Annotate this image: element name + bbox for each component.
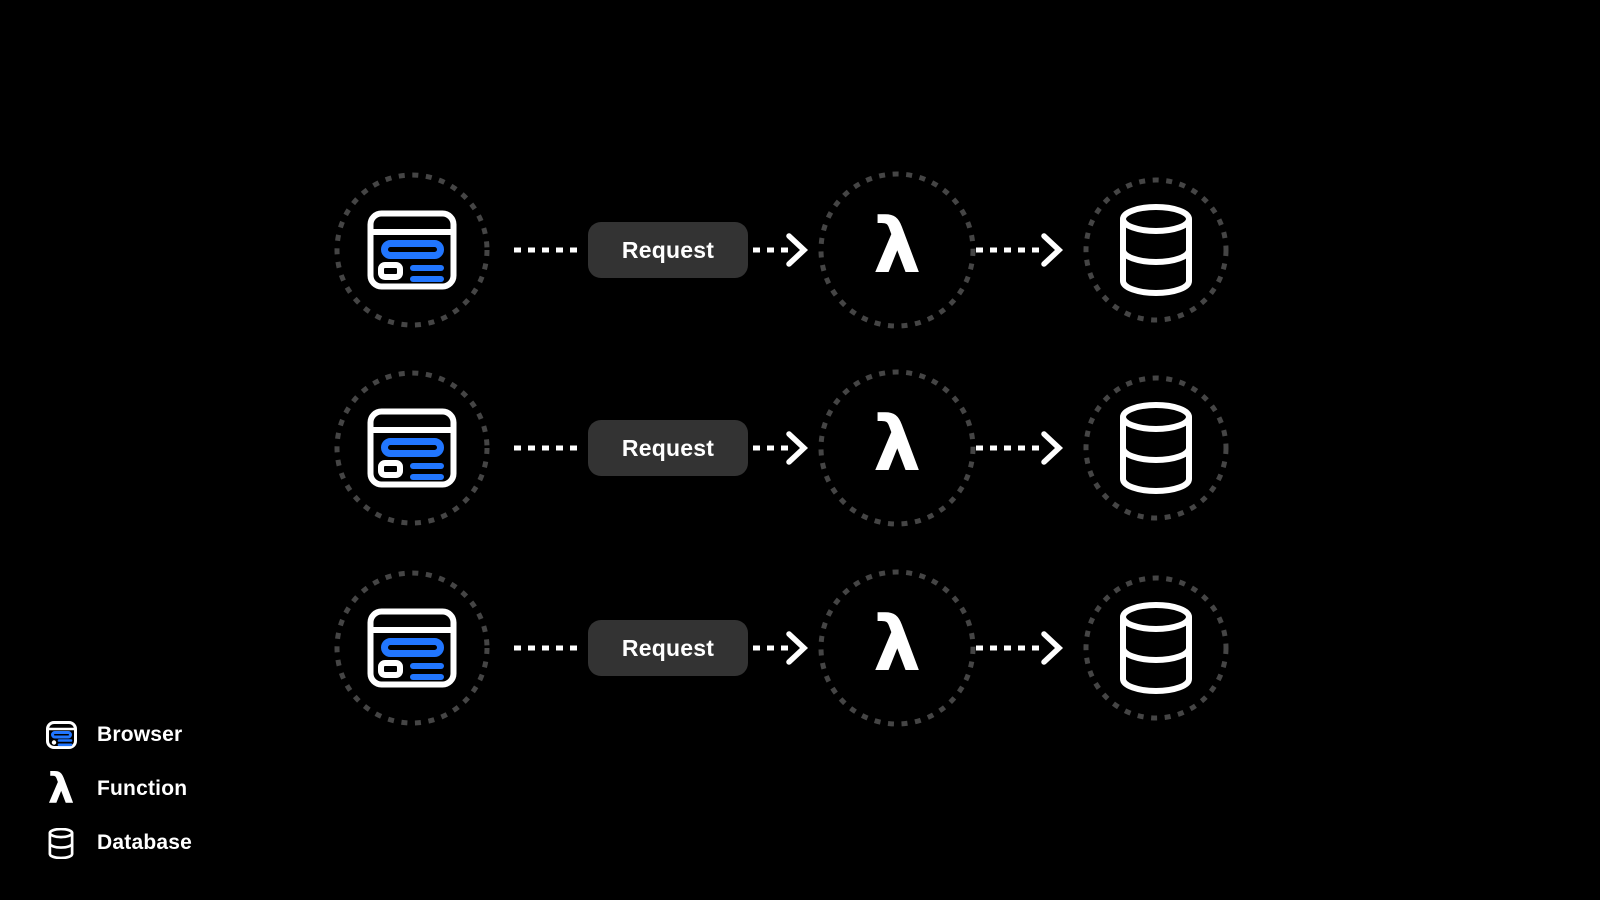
- browser-node: [334, 172, 490, 328]
- dashed-ring: [334, 570, 490, 726]
- lambda-icon: λ: [872, 399, 922, 488]
- browser-icon: [367, 408, 457, 488]
- database-icon: [1120, 602, 1192, 694]
- dashed-arrow: [976, 431, 1064, 465]
- browser-icon: [45, 721, 77, 749]
- function-node: λ: [818, 369, 976, 527]
- request-label: Request: [621, 434, 715, 461]
- legend-item-function: λ Function: [45, 766, 192, 812]
- database-icon: [1120, 402, 1192, 494]
- function-node: λ: [818, 171, 976, 329]
- legend-label-function: Function: [97, 777, 188, 800]
- legend: Browser λ Function Database: [45, 712, 192, 866]
- request-label: Request: [621, 634, 715, 661]
- lambda-icon: λ: [47, 764, 75, 813]
- dashed-connector: [514, 645, 584, 651]
- dashed-ring: [818, 569, 976, 727]
- request-pill: Request: [588, 620, 748, 676]
- dashed-arrow: [976, 631, 1064, 665]
- dashed-ring: [334, 370, 490, 526]
- legend-item-database: Database: [45, 820, 192, 866]
- request-pill: Request: [588, 222, 748, 278]
- dashed-ring: [1083, 375, 1229, 521]
- lambda-icon: λ: [872, 599, 922, 688]
- dashed-ring: [1083, 575, 1229, 721]
- request-pill: Request: [588, 420, 748, 476]
- legend-label-browser: Browser: [97, 723, 183, 746]
- dashed-connector: [514, 247, 584, 253]
- database-icon: [1120, 204, 1192, 296]
- request-label: Request: [621, 236, 715, 263]
- browser-icon: [367, 210, 457, 290]
- dashed-ring: [818, 369, 976, 527]
- dashed-arrow: [753, 233, 809, 267]
- dashed-ring: [1083, 177, 1229, 323]
- database-icon: [45, 827, 77, 859]
- dashed-arrow: [753, 631, 809, 665]
- dashed-connector: [514, 445, 584, 451]
- browser-node: [334, 570, 490, 726]
- dashed-ring: [334, 172, 490, 328]
- lambda-icon: λ: [872, 201, 922, 290]
- legend-item-browser: Browser: [45, 712, 192, 758]
- browser-icon: [367, 608, 457, 688]
- function-node: λ: [818, 569, 976, 727]
- dashed-arrow: [976, 233, 1064, 267]
- dashed-ring: [818, 171, 976, 329]
- legend-label-database: Database: [97, 831, 192, 854]
- database-node: [1083, 177, 1229, 323]
- database-node: [1083, 375, 1229, 521]
- database-node: [1083, 575, 1229, 721]
- dashed-arrow: [753, 431, 809, 465]
- browser-node: [334, 370, 490, 526]
